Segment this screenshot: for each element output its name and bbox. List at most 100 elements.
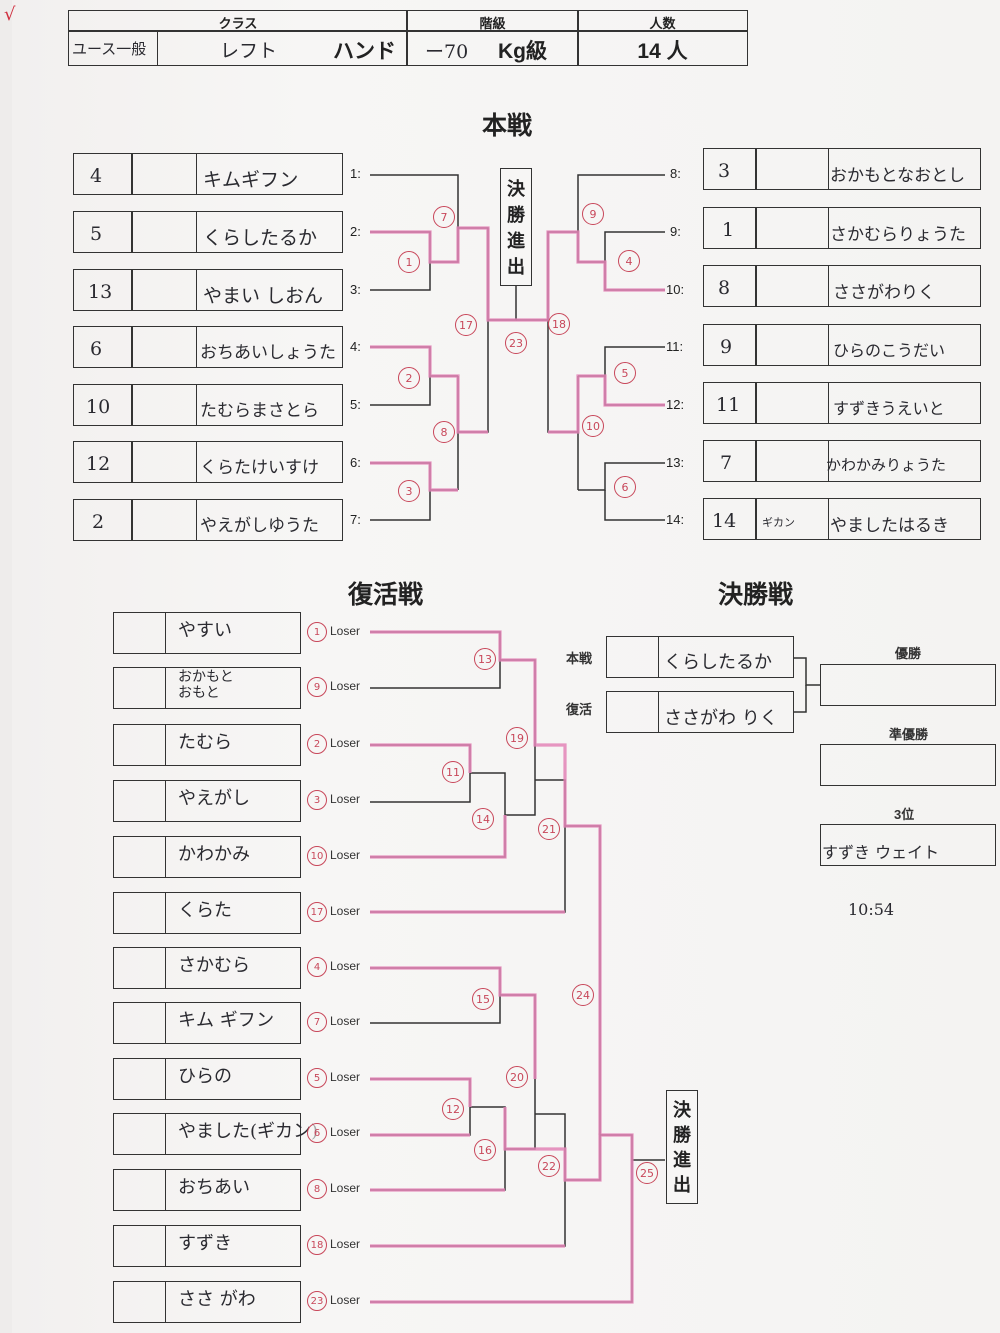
class-print: ハンド — [333, 40, 396, 63]
main-right-num: 14 — [712, 510, 737, 532]
main-right-name: おかもとなおとし — [830, 166, 966, 186]
main-right-slot: 8: — [670, 166, 681, 181]
final-main-name: くらしたるか — [664, 652, 772, 673]
loser-source-circle: 9 — [307, 677, 327, 697]
rep-advance-label: 決勝進出 — [673, 1100, 691, 1195]
rank-hw: ー70 — [425, 41, 469, 63]
loser-label: Loser — [330, 848, 361, 862]
main-right-name: さかむらりょうた — [830, 225, 966, 245]
main-right-slot: 11: — [666, 339, 684, 354]
main-left-name: キムギフン — [203, 169, 299, 191]
main-left-slot: 4: — [350, 339, 361, 354]
repechage-name: ひらの — [178, 1066, 232, 1087]
main-right-num: 9 — [720, 336, 733, 358]
main-right-slot: 13: — [666, 455, 685, 470]
time-value: 10:54 — [848, 900, 895, 919]
loser-source-circle: 18 — [307, 1235, 327, 1255]
winner-label: 優勝 — [895, 646, 922, 661]
loser-source-circle: 7 — [307, 1012, 327, 1032]
loser-source-circle: 4 — [307, 957, 327, 977]
match-circle: 16 — [474, 1139, 496, 1161]
repechage-name: おかもと おもと — [178, 669, 234, 701]
loser-source-circle: 1 — [307, 622, 327, 642]
main-left-num: 10 — [86, 396, 111, 418]
match-circle: 23 — [505, 332, 527, 354]
match-circle: 15 — [472, 988, 494, 1010]
main-left-name: たむらまさとら — [200, 401, 319, 421]
main-right-num: 8 — [718, 277, 731, 299]
loser-label: Loser — [330, 959, 361, 973]
match-circle: 5 — [614, 362, 636, 384]
match-circle: 8 — [433, 421, 455, 443]
repechage-name: キム ギフン — [178, 1010, 275, 1031]
match-circle: 4 — [618, 250, 640, 272]
main-left-name: くらたけいすけ — [200, 458, 319, 478]
main-right-name: すずきうえいと — [833, 399, 945, 418]
check-mark: √ — [4, 4, 16, 25]
main-right-slot: 12: — [666, 397, 685, 412]
class-label: クラス — [218, 16, 258, 31]
main-left-slot: 5: — [350, 397, 361, 412]
loser-source-circle: 2 — [307, 734, 327, 754]
main-left-num: 2 — [92, 511, 105, 533]
main-advance-label: 決勝進出 — [507, 179, 525, 277]
loser-source-circle: 10 — [307, 846, 327, 866]
main-title: 本戦 — [482, 112, 533, 140]
winner-box — [820, 664, 996, 706]
main-left-name: やえがしゆうた — [200, 516, 319, 536]
repechage-name: やすい — [178, 620, 232, 641]
repechage-name: すずき — [178, 1233, 232, 1254]
final-main-label: 本戦 — [566, 651, 593, 666]
rep-advance-box — [666, 1090, 698, 1204]
loser-source-circle: 5 — [307, 1068, 327, 1088]
main-right-name: ひらのこうだい — [833, 341, 946, 360]
third-value: すずき ウェイト — [822, 843, 940, 862]
match-circle: 6 — [614, 476, 636, 498]
count-value: 14 人 — [637, 40, 688, 63]
match-circle: 1 — [398, 251, 420, 273]
match-circle: 18 — [548, 313, 570, 335]
main-left-num: 12 — [86, 453, 111, 475]
repechage-name: ささ がわ — [178, 1289, 256, 1310]
loser-label: Loser — [330, 1070, 361, 1084]
third-box — [820, 824, 996, 866]
match-circle: 10 — [582, 415, 604, 437]
main-right-slot: 14: — [666, 512, 685, 527]
match-circle: 24 — [572, 984, 594, 1006]
main-left-slot: 6: — [350, 455, 361, 470]
loser-label: Loser — [330, 792, 361, 806]
loser-label: Loser — [330, 1181, 361, 1195]
main-left-name: おちあいしょうた — [200, 343, 336, 363]
loser-label: Loser — [330, 904, 361, 918]
match-circle: 2 — [398, 367, 420, 389]
loser-label: Loser — [330, 1014, 361, 1028]
loser-label: Loser — [330, 1125, 361, 1139]
repechage-name: かわかみ — [178, 844, 250, 865]
final-rep-label: 復活 — [566, 702, 593, 717]
main-left-num: 13 — [88, 281, 113, 303]
match-circle: 20 — [506, 1066, 528, 1088]
class-hw2: レフト — [220, 40, 278, 62]
main-left-slot: 3: — [350, 282, 361, 297]
main-right-num: 11 — [716, 394, 741, 416]
main-right-num: 7 — [720, 452, 733, 474]
match-circle: 14 — [472, 808, 494, 830]
loser-label: Loser — [330, 679, 361, 693]
main-right-name: ささがわりく — [833, 283, 935, 303]
loser-label: Loser — [330, 624, 361, 638]
main-advance-box — [500, 168, 532, 286]
final-title: 決勝戦 — [718, 581, 794, 609]
match-circle: 17 — [455, 314, 477, 336]
repechage-title: 復活戦 — [348, 581, 424, 609]
loser-source-circle: 17 — [307, 902, 327, 922]
match-circle: 19 — [506, 727, 528, 749]
match-circle: 11 — [442, 761, 464, 783]
repechage-name: さかむら — [178, 955, 250, 976]
match-circle: 7 — [433, 206, 455, 228]
repechage-name: おちあい — [178, 1177, 250, 1198]
repechage-name: やえがし — [178, 788, 250, 809]
main-right-num: 1 — [722, 219, 735, 241]
repechage-name: たむら — [178, 732, 232, 753]
main-right-name: やましたはるき — [830, 516, 949, 536]
